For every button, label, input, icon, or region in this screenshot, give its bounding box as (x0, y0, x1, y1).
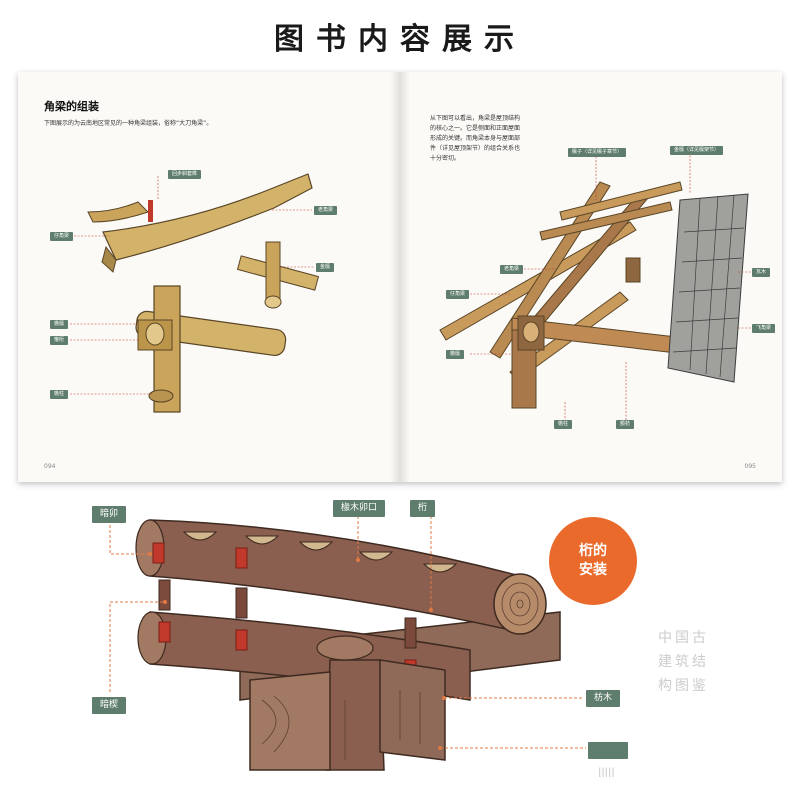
label-tie-purlin: 箍桁 (50, 336, 69, 345)
paragraph-line: 从下图可以看出，角梁是屋顶结构 (430, 115, 521, 122)
label-hidden-tenon-top: 暗卯 (92, 506, 127, 523)
label-purlin-joint: 金檩（详见檩架节） (670, 146, 724, 155)
label-flying-beam: 飞角梁 (752, 324, 776, 333)
right-page-paragraph: 从下图可以看出，角梁是屋顶结构 的核心之一。它是侧面和正面屋面 形成的关键。而角… (430, 114, 580, 164)
left-page: 角梁的组装 下图展示的为云南地区常见的一种角梁组装，俗称“大刀角梁”。 (18, 72, 400, 482)
page-title: 图书内容展示 (274, 22, 526, 57)
book-gutter (390, 72, 410, 482)
label-cornice-column: 檐柱 (50, 390, 69, 399)
label-hidden-tenon-bottom: 暗楔 (92, 697, 127, 714)
label-column-right: 檐柱 (554, 420, 573, 429)
label-purlin: 桁 (410, 500, 436, 517)
label-flying-rafter: 椽子（详见椽子章节） (568, 148, 627, 157)
right-page: 从下图可以看出，角梁是屋顶结构 的核心之一。它是侧面和正面屋面 形成的关键。而角… (400, 72, 782, 482)
series-title: 中国古建筑结构图鉴 (658, 630, 709, 694)
paragraph-line: 的核心之一。它是侧面和正面屋面 (430, 125, 521, 132)
left-page-intro: 下图展示的为云南地区常见的一种角梁组装，俗称“大刀角梁”。 (44, 120, 213, 127)
watermark: lllll (598, 766, 615, 780)
book-spread: 角梁的组装 下图展示的为云南地区常见的一种角梁组装，俗称“大刀角梁”。 (18, 72, 782, 482)
corner-beam-illustration (70, 173, 320, 413)
label-tile-wood: 瓦木 (752, 268, 771, 277)
left-page-heading: 角梁的组装 (44, 100, 99, 113)
roof-corner-illustration (439, 152, 752, 424)
badge-line: 安装 (579, 562, 607, 578)
paragraph-line: 形成的关键。而角梁本身与屋面部 (430, 135, 521, 142)
section-badge: 桁的 安装 (549, 517, 637, 605)
label-beam-wood: 枋木 (586, 690, 621, 707)
badge-line: 桁的 (579, 543, 607, 559)
right-page-number: 095 (744, 463, 756, 470)
label-child-beam-right: 仔角梁 (446, 290, 470, 299)
label-rafter-socket: 椽木卯口 (333, 500, 386, 517)
left-page-number: 094 (44, 463, 56, 470)
label-cornice-purlin-right: 檐檩 (446, 350, 465, 359)
label-old-beam-right: 老角梁 (500, 265, 524, 274)
paragraph-line: 件（详见屋顶架节）的组合关系也 (430, 145, 521, 152)
label-top-mortise: 回步斜套榫 (168, 170, 202, 179)
label-tie-right: 额枋 (616, 420, 635, 429)
label-empty (588, 742, 628, 759)
paragraph-line: 十分密切。 (430, 155, 461, 162)
label-small-purlin: 金檩 (316, 263, 335, 272)
label-old-beam: 老角梁 (314, 206, 338, 215)
label-child-beam: 仔角梁 (50, 232, 74, 241)
label-cornice-purlin: 檐檩 (50, 320, 69, 329)
